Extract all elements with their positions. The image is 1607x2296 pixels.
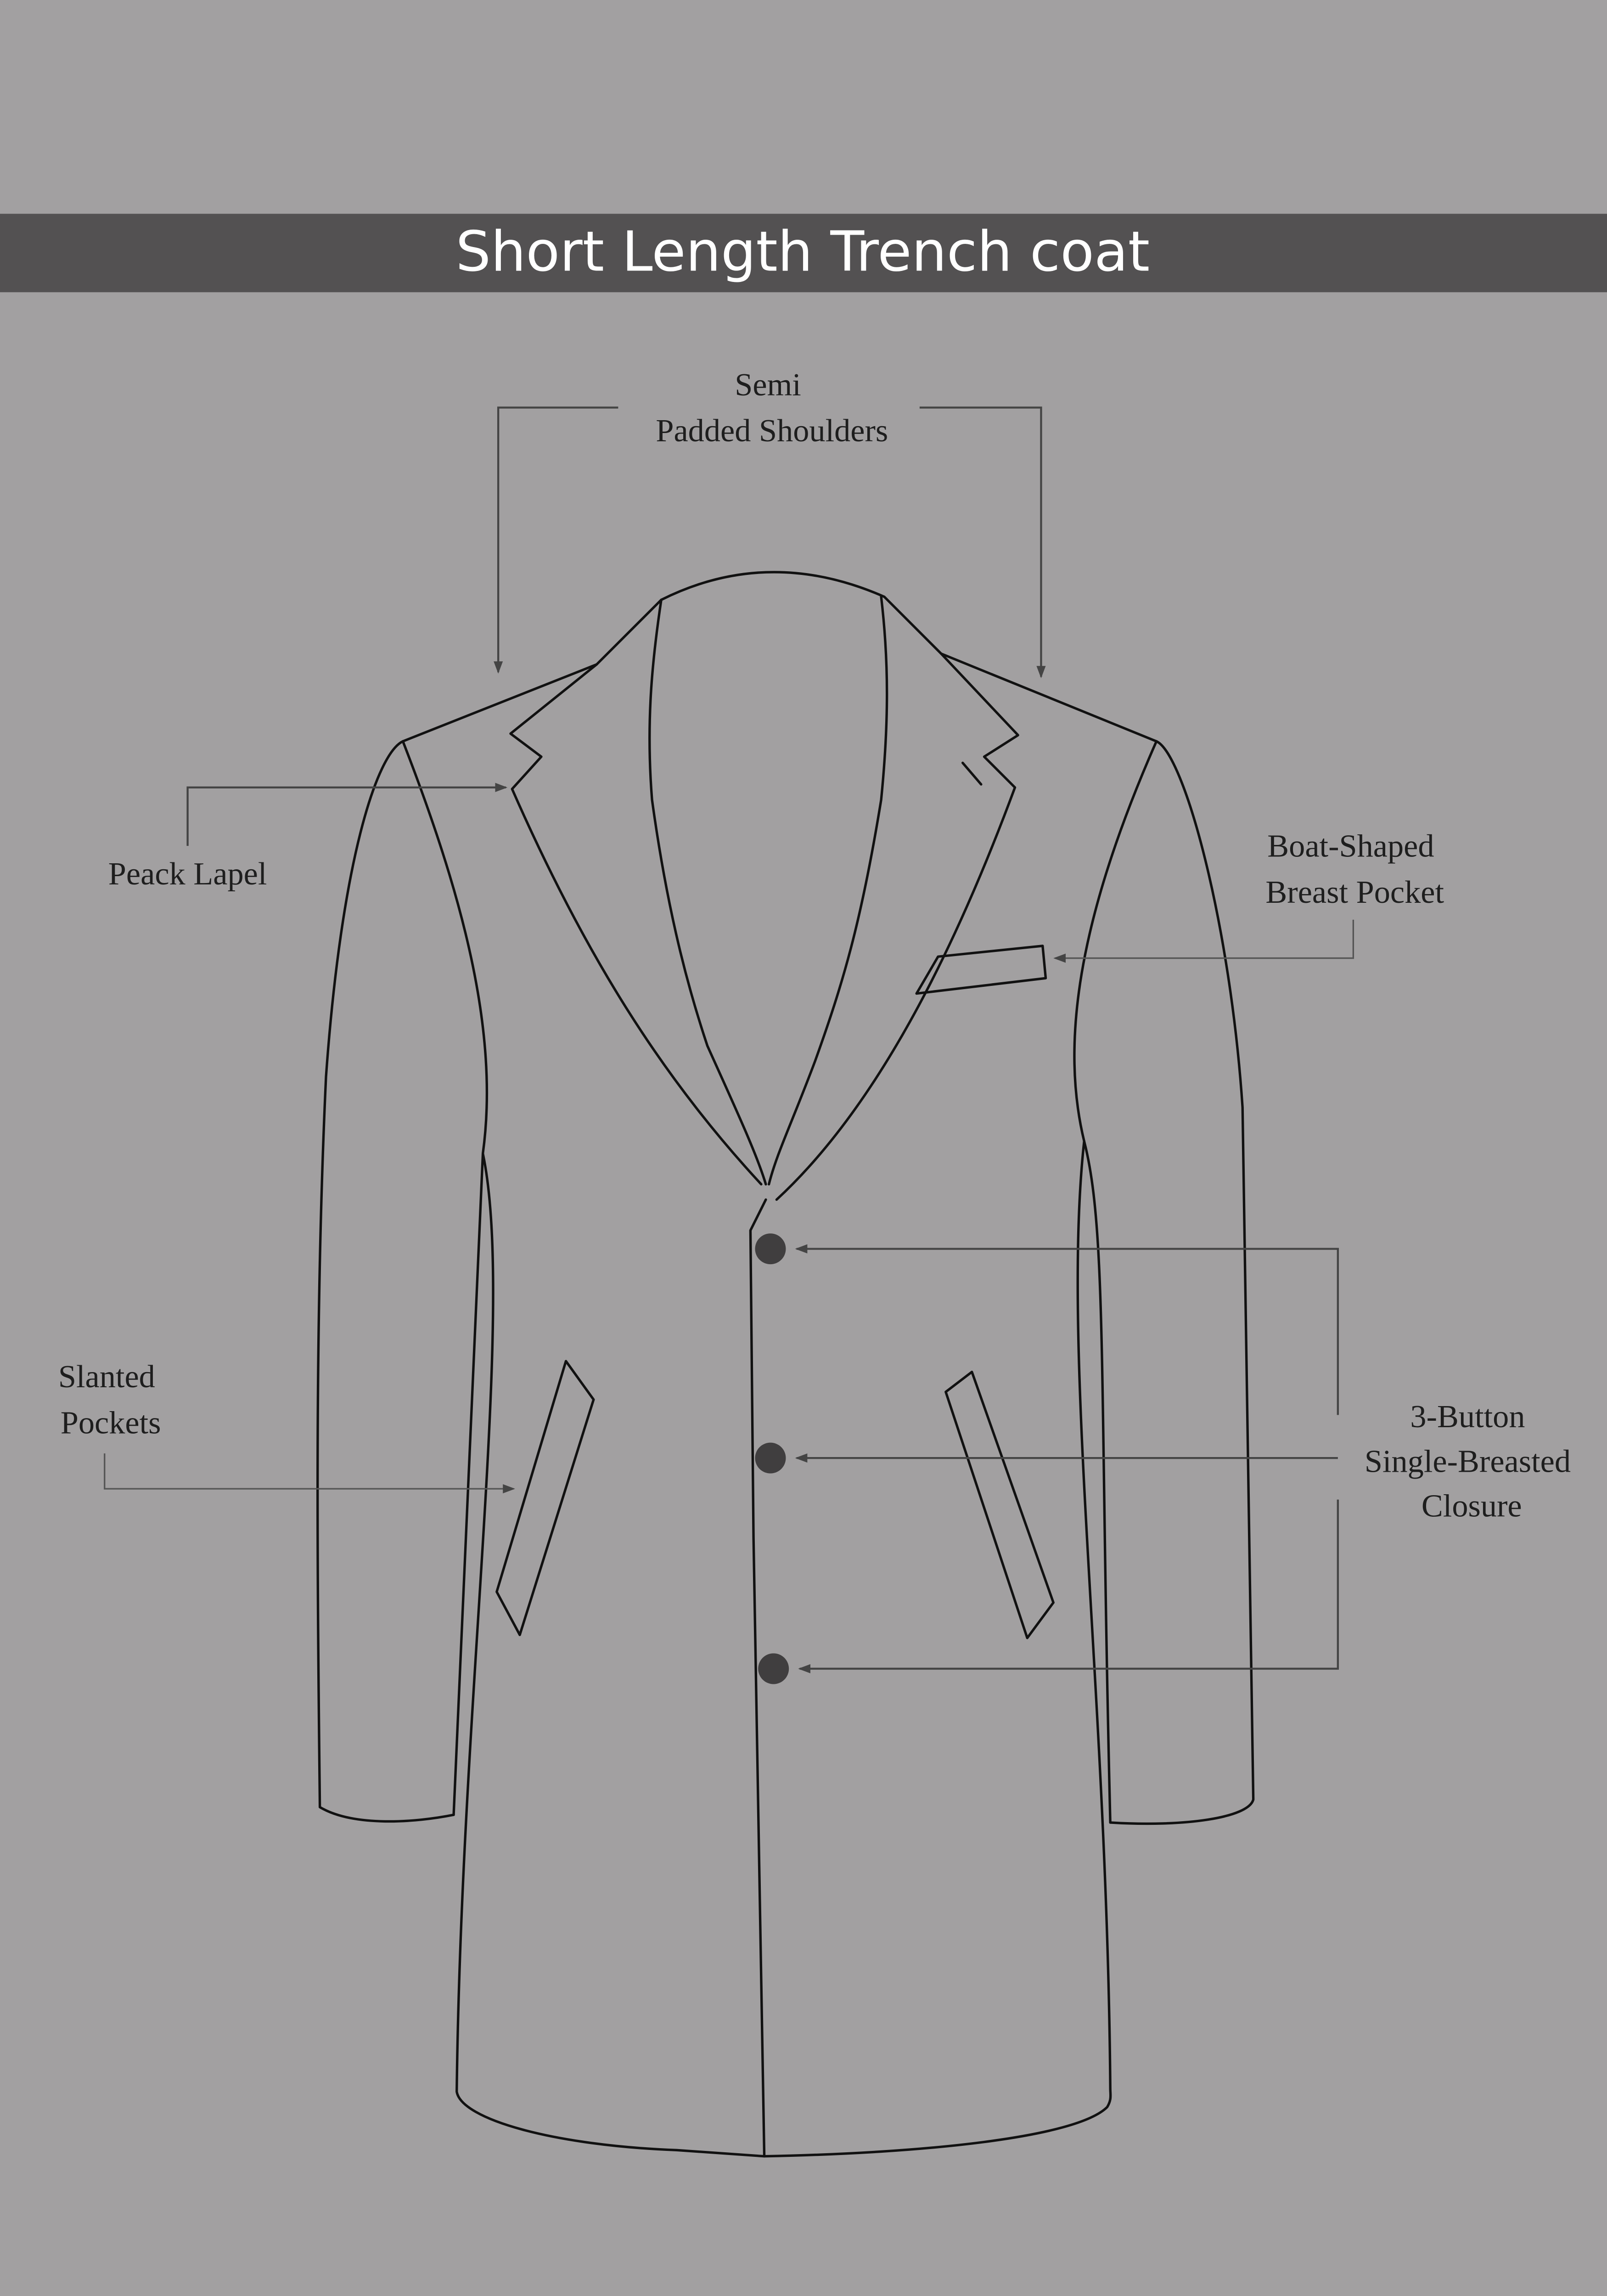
page-title: Short Length Trench coat <box>455 219 1150 284</box>
label-breast-pocket: Boat-Shaped Breast Pocket <box>1265 828 1444 910</box>
label-slanted-pockets: Slanted Pockets <box>58 1359 163 1441</box>
title-bar <box>0 214 1607 293</box>
button-1 <box>755 1233 786 1265</box>
right-slanted-pocket <box>944 1370 1055 1639</box>
label-lapel: Peack Lapel <box>108 856 267 892</box>
breast-pocket-leader <box>1053 919 1354 963</box>
slanted-pockets-leader <box>104 1453 516 1494</box>
lapel-pin <box>961 761 983 786</box>
button-2 <box>755 1442 786 1474</box>
shoulder-leaders <box>494 406 1046 679</box>
coat-diagram: Short Length Trench coat Semi Padded Sho… <box>0 214 1607 2158</box>
button-3 <box>758 1653 789 1684</box>
label-shoulders: Semi Padded Shoulders <box>656 367 888 449</box>
breast-pocket <box>915 945 1047 995</box>
label-closure: 3-Button Single-Breasted Closure <box>1365 1399 1579 1524</box>
left-slanted-pocket <box>495 1360 595 1636</box>
closure-leaders <box>795 1244 1339 1674</box>
coat-outline <box>316 571 1255 2158</box>
diagram-canvas: Short Length Trench coat Semi Padded Sho… <box>0 214 1607 2158</box>
lapel-leader <box>186 782 508 846</box>
